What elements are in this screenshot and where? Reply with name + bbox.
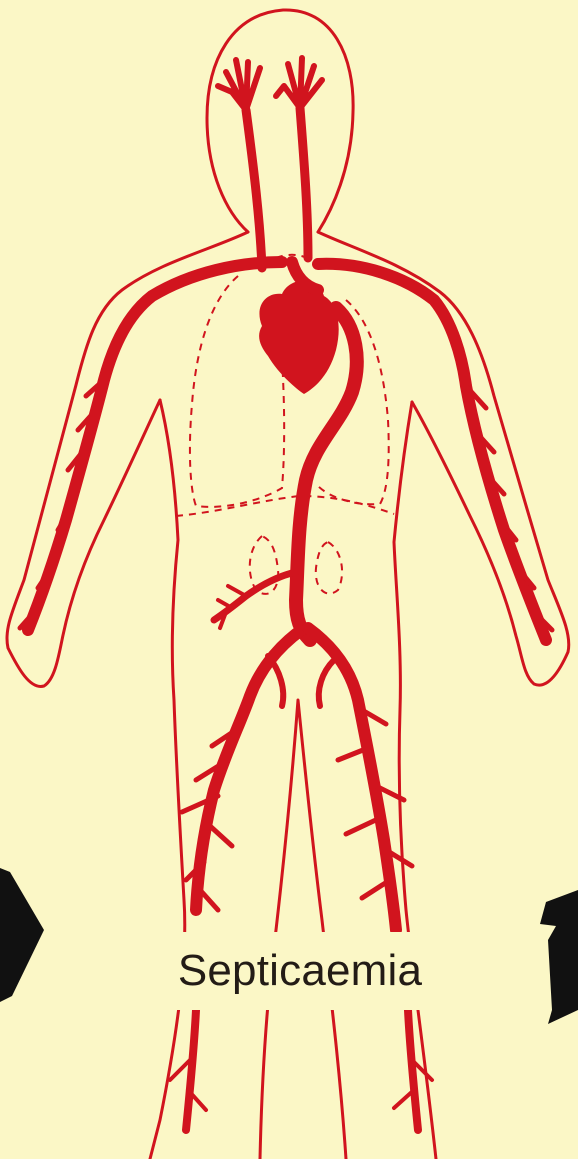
heart-icon — [259, 281, 339, 394]
arrow-left-icon — [540, 890, 578, 1024]
caption-box: Septicaemia — [150, 932, 450, 1010]
arrow-right-icon — [0, 868, 44, 1002]
diagram-caption: Septicaemia — [178, 946, 422, 996]
